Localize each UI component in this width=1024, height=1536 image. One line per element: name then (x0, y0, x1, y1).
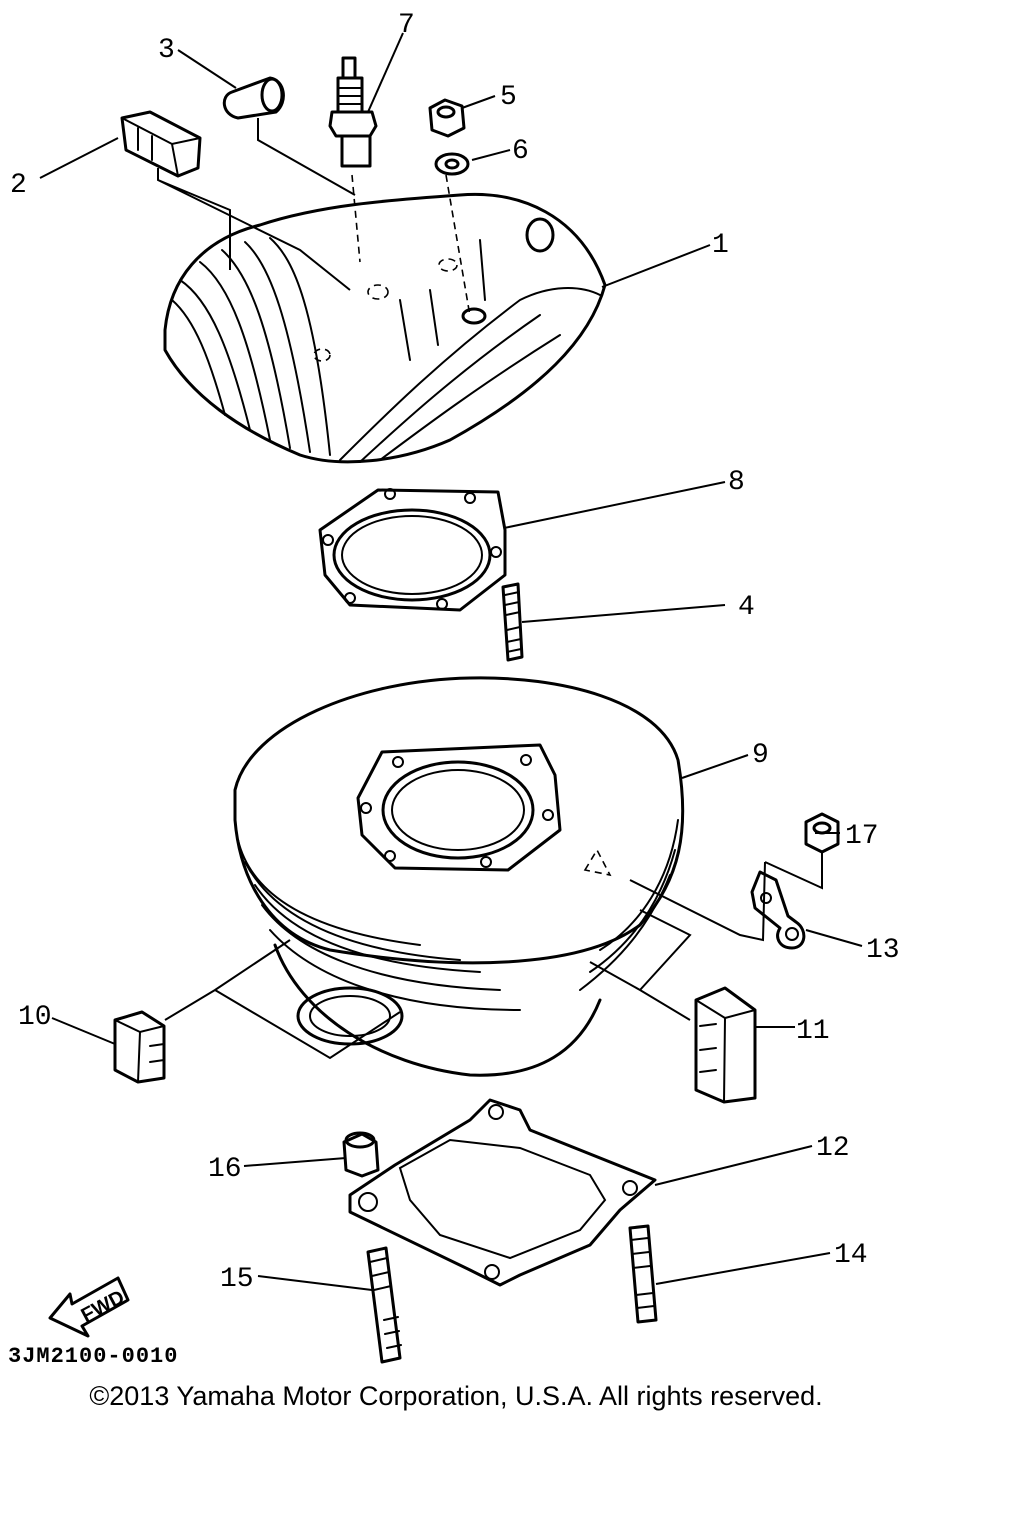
dowel-pin-16 (342, 1131, 380, 1178)
base-gasket-12 (348, 1098, 657, 1287)
callout-11: 11 (796, 1016, 830, 1047)
callout-12: 12 (816, 1133, 850, 1164)
callout-16: 16 (208, 1154, 242, 1185)
callout-15: 15 (220, 1264, 254, 1295)
callout-5: 5 (500, 82, 517, 113)
leader-lines (39, 32, 863, 1291)
callout-3: 3 (158, 35, 175, 66)
copyright-notice: ©2013 Yamaha Motor Corporation, U.S.A. A… (89, 1381, 823, 1411)
callout-1: 1 (712, 230, 729, 261)
callout-14: 14 (834, 1240, 868, 1271)
callout-17: 17 (845, 821, 879, 852)
stud-bolt-15 (366, 1246, 402, 1364)
callout-10: 10 (18, 1002, 52, 1033)
callout-13: 13 (866, 935, 900, 966)
damper-10 (113, 1010, 166, 1084)
callout-9: 9 (752, 740, 769, 771)
diagram-code: 3JM2100-0010 (8, 1344, 179, 1369)
spark-plug-7 (328, 56, 378, 168)
washer-6 (434, 152, 470, 176)
callout-7: 7 (398, 10, 415, 41)
callout-labels: 1 2 3 4 5 6 7 8 9 10 11 12 13 14 15 16 1… (10, 10, 900, 1295)
damper-3 (222, 76, 285, 120)
stud-bolt-4 (501, 582, 524, 662)
callout-6: 6 (512, 136, 529, 167)
damper-2 (120, 110, 202, 178)
damper-11 (694, 986, 757, 1104)
head-gasket-8 (318, 488, 507, 612)
nut-5 (428, 98, 466, 138)
callout-8: 8 (728, 467, 745, 498)
fwd-arrow-icon: FWD (48, 1276, 130, 1338)
callout-2: 2 (10, 170, 27, 201)
bracket-13 (750, 870, 806, 950)
stud-bolt-14 (628, 1224, 658, 1324)
cylinder-9 (233, 676, 685, 1077)
callout-4: 4 (738, 592, 755, 623)
